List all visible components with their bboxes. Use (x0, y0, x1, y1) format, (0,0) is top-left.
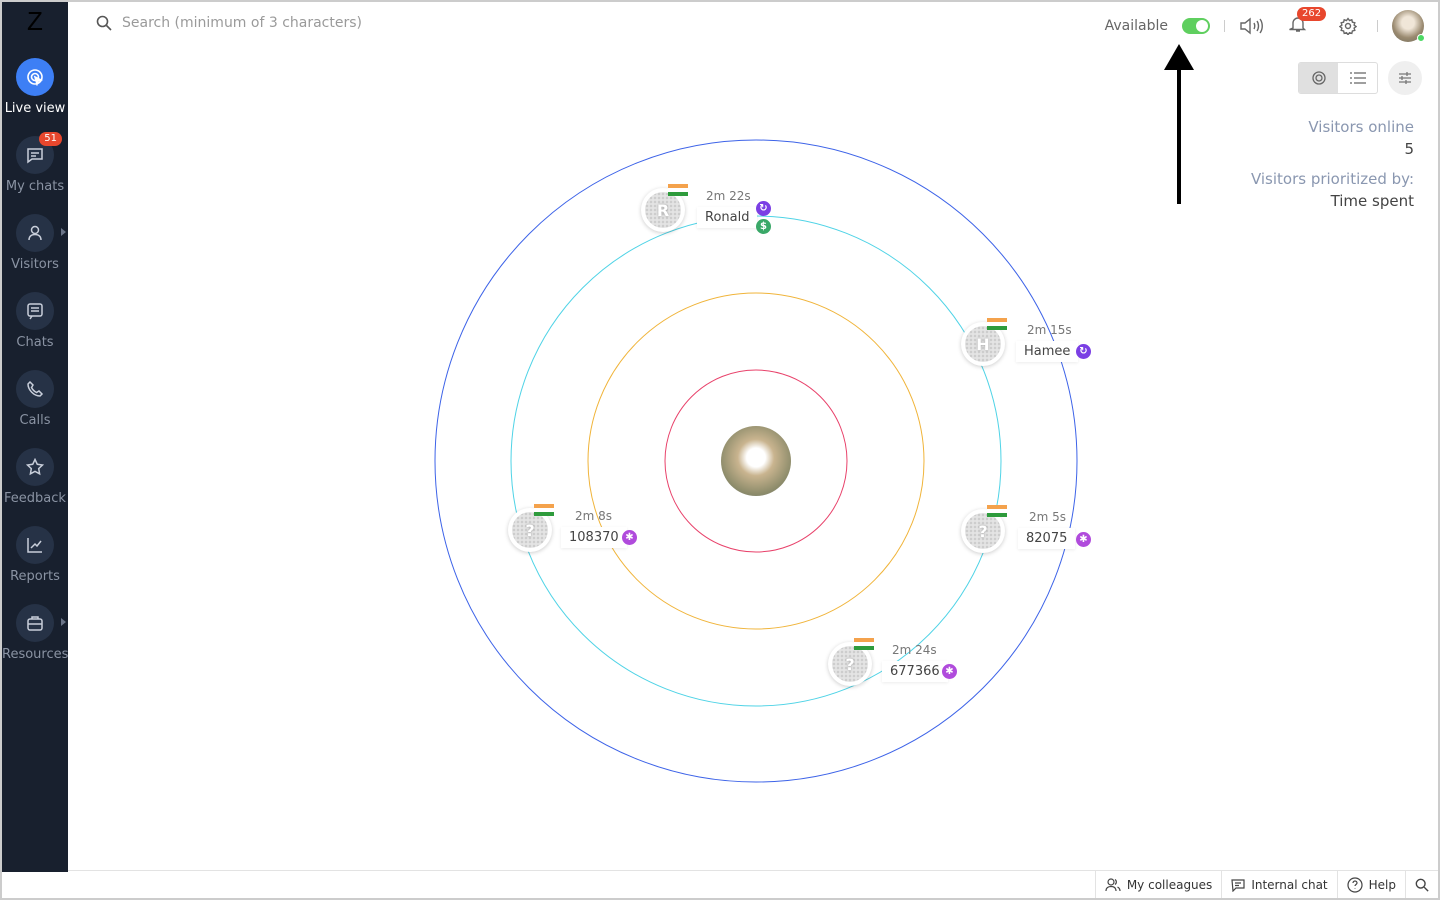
sidebar-item-resources[interactable]: Resources (2, 604, 68, 662)
search-icon (1415, 878, 1429, 892)
list-view-button[interactable] (1338, 63, 1377, 93)
expand-caret-icon[interactable] (61, 228, 66, 236)
filter-button[interactable] (1388, 61, 1422, 95)
sliders-icon (1399, 72, 1411, 84)
visitor-name: 677366 (882, 661, 948, 682)
visitor-initial: ? (832, 646, 868, 682)
radar-icon (1311, 71, 1326, 85)
annotation-arrow (1164, 44, 1194, 204)
view-switcher (1298, 62, 1378, 94)
sidebar-item-chats[interactable]: Chats (2, 292, 68, 350)
visitor-name: Hamee (1016, 341, 1079, 362)
footer-search-button[interactable] (1405, 871, 1438, 898)
user-avatar[interactable] (1392, 10, 1425, 42)
visitor-time: 2m 24s (892, 643, 937, 657)
visitor-time: 2m 22s (706, 189, 751, 203)
briefcase-icon (16, 604, 54, 642)
gear-icon[interactable] (1339, 17, 1357, 35)
search-input[interactable]: Search (minimum of 3 characters) (122, 15, 362, 31)
visitors-online-count: 5 (1404, 140, 1414, 158)
internal-chat-label: Internal chat (1251, 877, 1328, 892)
visitor-stats: Visitors online 5 Visitors prioritized b… (1251, 118, 1414, 222)
notifications-button[interactable]: 262 (1289, 7, 1327, 37)
phone-icon (16, 370, 54, 408)
visitor-initial: R (645, 192, 681, 228)
dollar-icon: $ (756, 219, 771, 234)
help-icon (1347, 876, 1363, 893)
sidebar-item-my-chats[interactable]: 51 My chats (5, 132, 65, 194)
visitor-name: 82075 (1018, 528, 1076, 549)
new-visitor-icon: ✱ (1076, 532, 1091, 547)
visitors-online-label: Visitors online (1308, 118, 1414, 136)
my-colleagues-button[interactable]: My colleagues (1094, 871, 1221, 898)
returning-visitor-icon: ↻ (1076, 344, 1091, 359)
new-visitor-icon: ✱ (622, 530, 637, 545)
orbit-ring-4 (434, 139, 1078, 783)
priority-value: Time spent (1330, 192, 1414, 210)
footer-bar: My colleagues Internal chat Help (68, 870, 1438, 898)
status-label: Available (1104, 18, 1168, 34)
visitor-initial: H (965, 326, 1001, 362)
visitor-time: 2m 8s (575, 509, 613, 523)
sidebar-item-visitors[interactable]: Visitors (2, 214, 68, 272)
new-visitor-icon: ✱ (942, 664, 957, 679)
my-chats-badge: 51 (39, 132, 62, 146)
availability-toggle[interactable] (1182, 18, 1210, 34)
divider (1224, 20, 1225, 32)
chart-icon (16, 526, 54, 564)
visitor-name: 108370 (561, 527, 627, 548)
star-icon (16, 448, 54, 486)
india-flag-icon (987, 505, 1007, 517)
visitor-time: 2m 15s (1027, 323, 1072, 337)
help-label: Help (1368, 877, 1396, 892)
visitor-avatar: ? (961, 509, 1005, 553)
india-flag-icon (534, 504, 554, 516)
india-flag-icon (854, 638, 874, 650)
priority-label: Visitors prioritized by: (1250, 170, 1414, 188)
list-icon (1349, 72, 1366, 84)
visitor-name: Ronald (697, 207, 758, 228)
live-view-icon (16, 58, 54, 96)
internal-chat-button[interactable]: Internal chat (1221, 871, 1336, 898)
returning-visitor-icon: ↻ (756, 201, 771, 216)
visitor-time: 2m 5s (1029, 510, 1067, 524)
search-icon (96, 15, 112, 31)
logo: Z (27, 6, 43, 36)
divider (1377, 20, 1378, 32)
visitor-avatar: ? (828, 642, 872, 686)
visitor-initial: ? (965, 513, 1001, 549)
agent-avatar (721, 426, 791, 496)
header-controls: Available 262 (1104, 7, 1425, 42)
india-flag-icon (668, 184, 688, 196)
sidebar-item-feedback[interactable]: Feedback (2, 448, 68, 506)
sidebar-item-live-view[interactable]: Live view (2, 58, 68, 116)
internal-chat-icon (1231, 878, 1245, 892)
chats-icon (16, 292, 54, 330)
orbit-ring-2 (587, 292, 925, 630)
sidebar: Z Live view 51 My chats Visitors Chats C… (2, 2, 68, 872)
india-flag-icon (987, 318, 1007, 330)
online-indicator (1417, 34, 1425, 42)
search-bar[interactable]: Search (minimum of 3 characters) (96, 15, 362, 31)
visitor-avatar: H (961, 322, 1005, 366)
user-icon (16, 214, 54, 252)
radar-view-button[interactable] (1299, 63, 1338, 93)
chat-icon: 51 (16, 132, 62, 174)
expand-caret-icon[interactable] (61, 618, 66, 626)
my-colleagues-label: My colleagues (1126, 877, 1213, 892)
colleagues-icon (1105, 877, 1121, 891)
orbit-ring-1 (664, 369, 848, 553)
sound-icon[interactable] (1239, 17, 1265, 35)
sidebar-item-calls[interactable]: Calls (2, 370, 68, 428)
sidebar-item-reports[interactable]: Reports (2, 526, 68, 584)
help-button[interactable]: Help (1336, 871, 1405, 898)
visitor-initial: ? (512, 512, 548, 548)
visitor-avatar: ? (508, 508, 552, 552)
notifications-badge: 262 (1297, 7, 1327, 21)
